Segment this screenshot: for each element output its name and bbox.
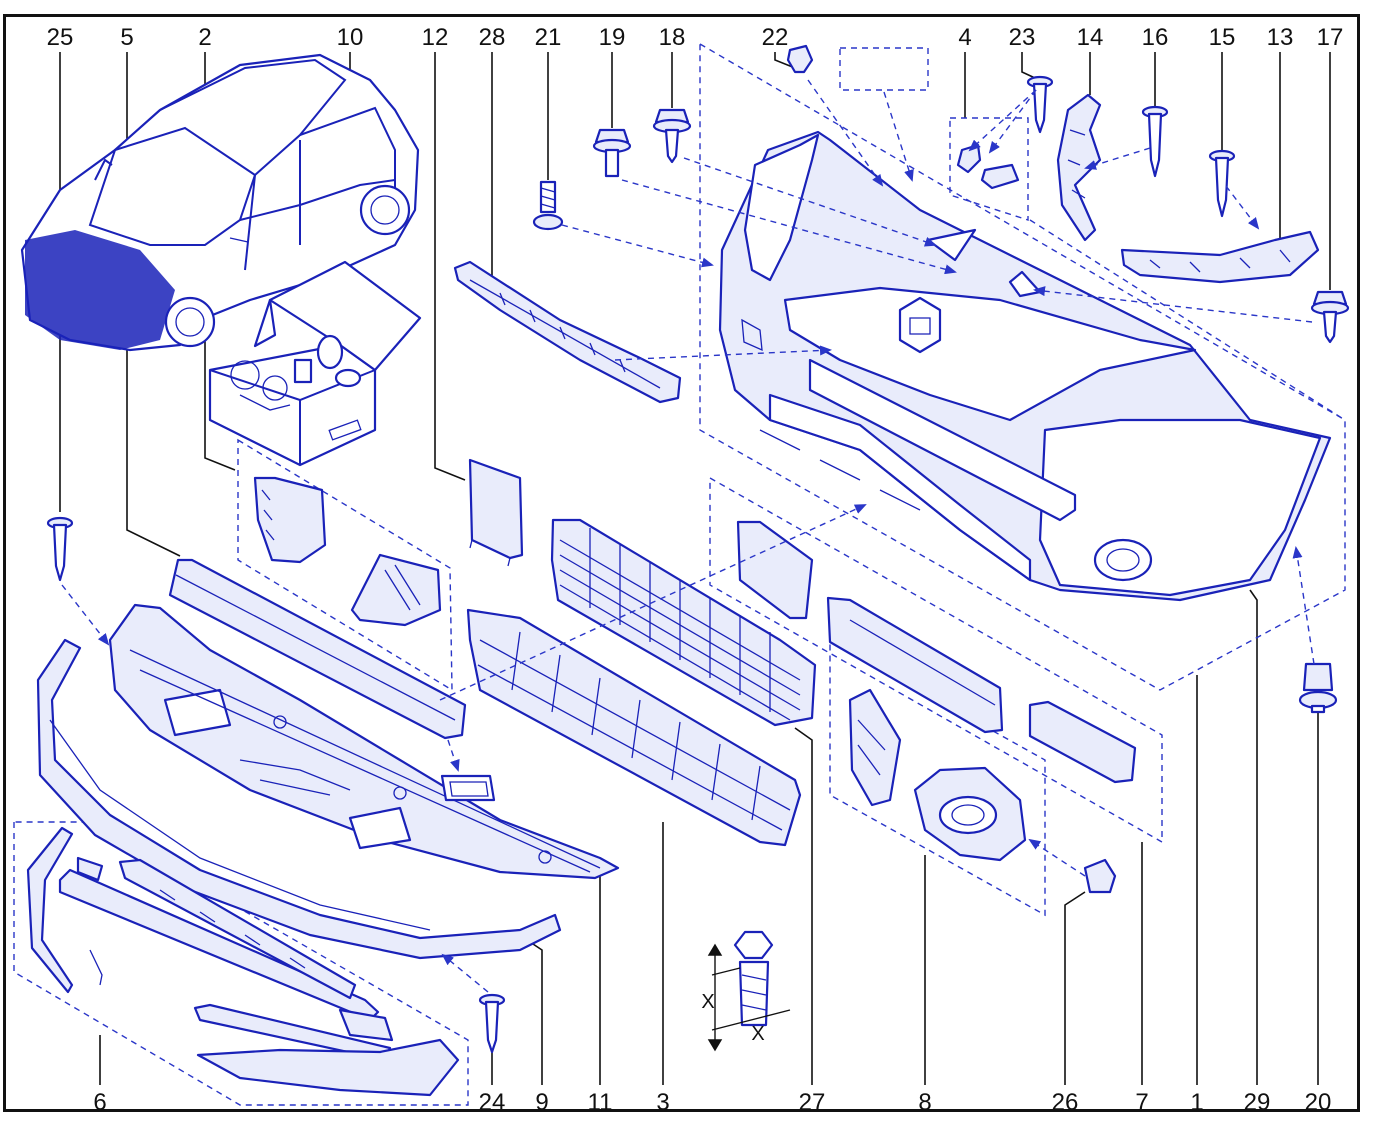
parts-kit-box	[208, 260, 422, 467]
dimension-label-horizontal: X	[751, 1023, 764, 1045]
callout-22: 22	[762, 24, 789, 51]
rivet-24	[478, 993, 506, 1054]
fog-light-housing-8	[848, 688, 1027, 862]
square-clip	[440, 774, 496, 802]
callout-18: 18	[659, 24, 686, 51]
bolt-19	[592, 128, 632, 178]
upper-grille-strip	[453, 260, 682, 404]
fasteners-top	[532, 44, 1350, 344]
callout-13: 13	[1267, 24, 1294, 51]
callout-16: 16	[1142, 24, 1169, 51]
dimension-label-vertical: X	[701, 991, 714, 1013]
screw-17	[1310, 290, 1350, 344]
callout-20: 20	[1305, 1089, 1332, 1116]
screw-21	[532, 180, 564, 231]
callouts-bottom: 6 24 9 11 3 27 8 26 7 1 29 20	[93, 1089, 1331, 1116]
plate-12	[468, 458, 524, 567]
diagram-frame	[3, 14, 1360, 1112]
callout-28: 28	[479, 24, 506, 51]
callout-26: 26	[1052, 1089, 1079, 1116]
lower-beam-11	[108, 603, 620, 880]
callout-14: 14	[1077, 24, 1104, 51]
screw-18	[652, 108, 692, 164]
callout-21: 21	[535, 24, 562, 51]
callout-8: 8	[918, 1089, 931, 1116]
callout-29: 29	[1244, 1089, 1271, 1116]
bolt-dimension-detail: X X	[701, 930, 791, 1052]
callout-17: 17	[1317, 24, 1344, 51]
callout-2: 2	[198, 24, 211, 51]
callout-7: 7	[1135, 1089, 1148, 1116]
bolt-20	[1298, 662, 1338, 714]
clip-22	[786, 44, 814, 74]
callout-19: 19	[599, 24, 626, 51]
trim-kit-group-6	[26, 826, 460, 1097]
callout-5: 5	[120, 24, 133, 51]
callout-9: 9	[535, 1089, 548, 1116]
callout-4: 4	[958, 24, 971, 51]
callout-3: 3	[656, 1089, 669, 1116]
callout-15: 15	[1209, 24, 1236, 51]
fasteners-lower	[46, 516, 1338, 1054]
rivet-16	[1141, 105, 1169, 178]
rivet-25	[46, 516, 74, 582]
callout-25: 25	[47, 24, 74, 51]
callout-6: 6	[93, 1089, 106, 1116]
callout-11: 11	[588, 1089, 613, 1116]
rivet-23	[1026, 75, 1054, 134]
center-grille-27	[550, 518, 817, 727]
callout-27: 27	[799, 1089, 826, 1116]
callouts-top: 25 5 2 10 12 28 21 19 18 22 4 23 14 16 1…	[47, 24, 1344, 51]
front-bumper-shell	[718, 130, 1332, 602]
upper-trim-strip-5	[168, 558, 467, 740]
group-outlines	[13, 42, 1346, 1106]
callout-24: 24	[479, 1089, 506, 1116]
callout-1: 1	[1190, 1089, 1203, 1116]
callout-10: 10	[337, 24, 364, 51]
callout-12: 12	[422, 24, 449, 51]
clip-26	[1083, 858, 1117, 894]
assembly-arrows	[61, 79, 1346, 993]
rivet-15	[1208, 149, 1236, 218]
callout-23: 23	[1009, 24, 1036, 51]
cover-panels-7	[736, 520, 1137, 784]
side-brackets-group-2	[253, 476, 442, 627]
lower-grille-3	[466, 608, 802, 847]
bumper-brackets	[956, 93, 1320, 284]
